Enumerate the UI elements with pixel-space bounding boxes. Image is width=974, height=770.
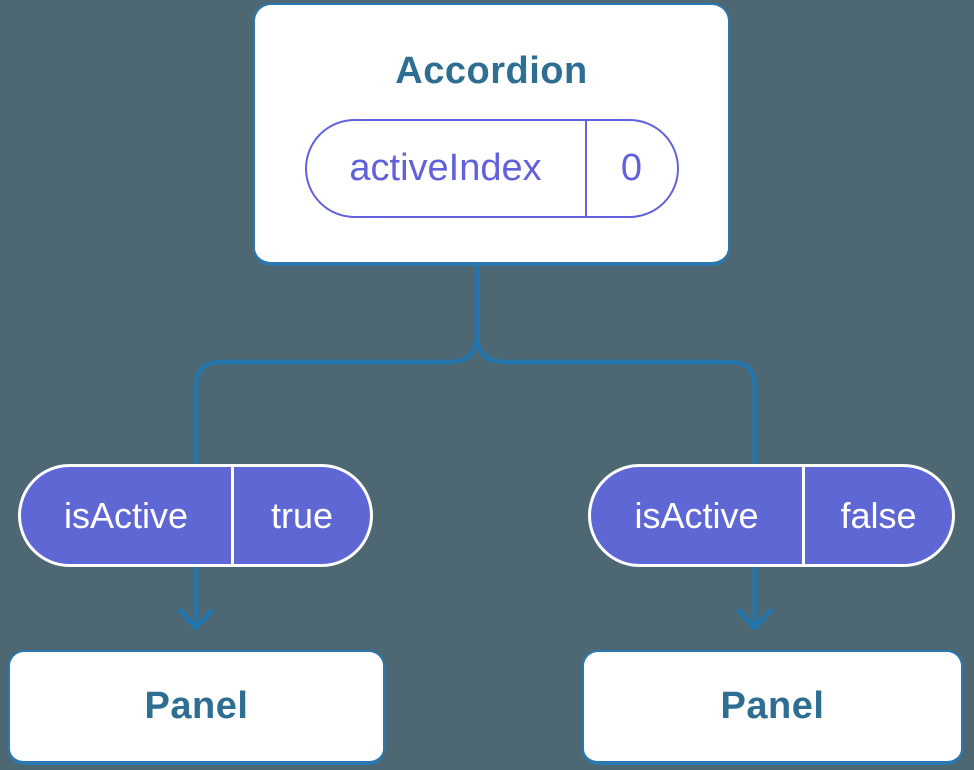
prop-value: true [270, 494, 334, 536]
connector-root-to-left-child [193, 266, 480, 624]
arrowhead-down-right-icon [737, 608, 773, 631]
state-pill: activeIndex 0 [304, 119, 679, 218]
component-title: Accordion [395, 50, 588, 92]
prop-name: isActive [591, 467, 805, 564]
accordion-component-card: Accordion activeIndex 0 [253, 3, 730, 266]
arrowhead-down-left-icon [178, 608, 214, 631]
connector-root-to-right-child [474, 266, 758, 624]
panel-component-card-right: Panel [582, 650, 963, 765]
panel-component-card-left: Panel [8, 650, 385, 765]
state-name: activeIndex [307, 121, 587, 216]
prop-name: isActive [21, 467, 234, 564]
prop-value: false [840, 494, 917, 536]
prop-pill-left: isActive true [18, 464, 373, 567]
component-title: Panel [720, 685, 825, 727]
prop-pill-right: isActive false [588, 464, 955, 567]
state-value: 0 [620, 147, 643, 189]
component-title: Panel [144, 685, 249, 727]
